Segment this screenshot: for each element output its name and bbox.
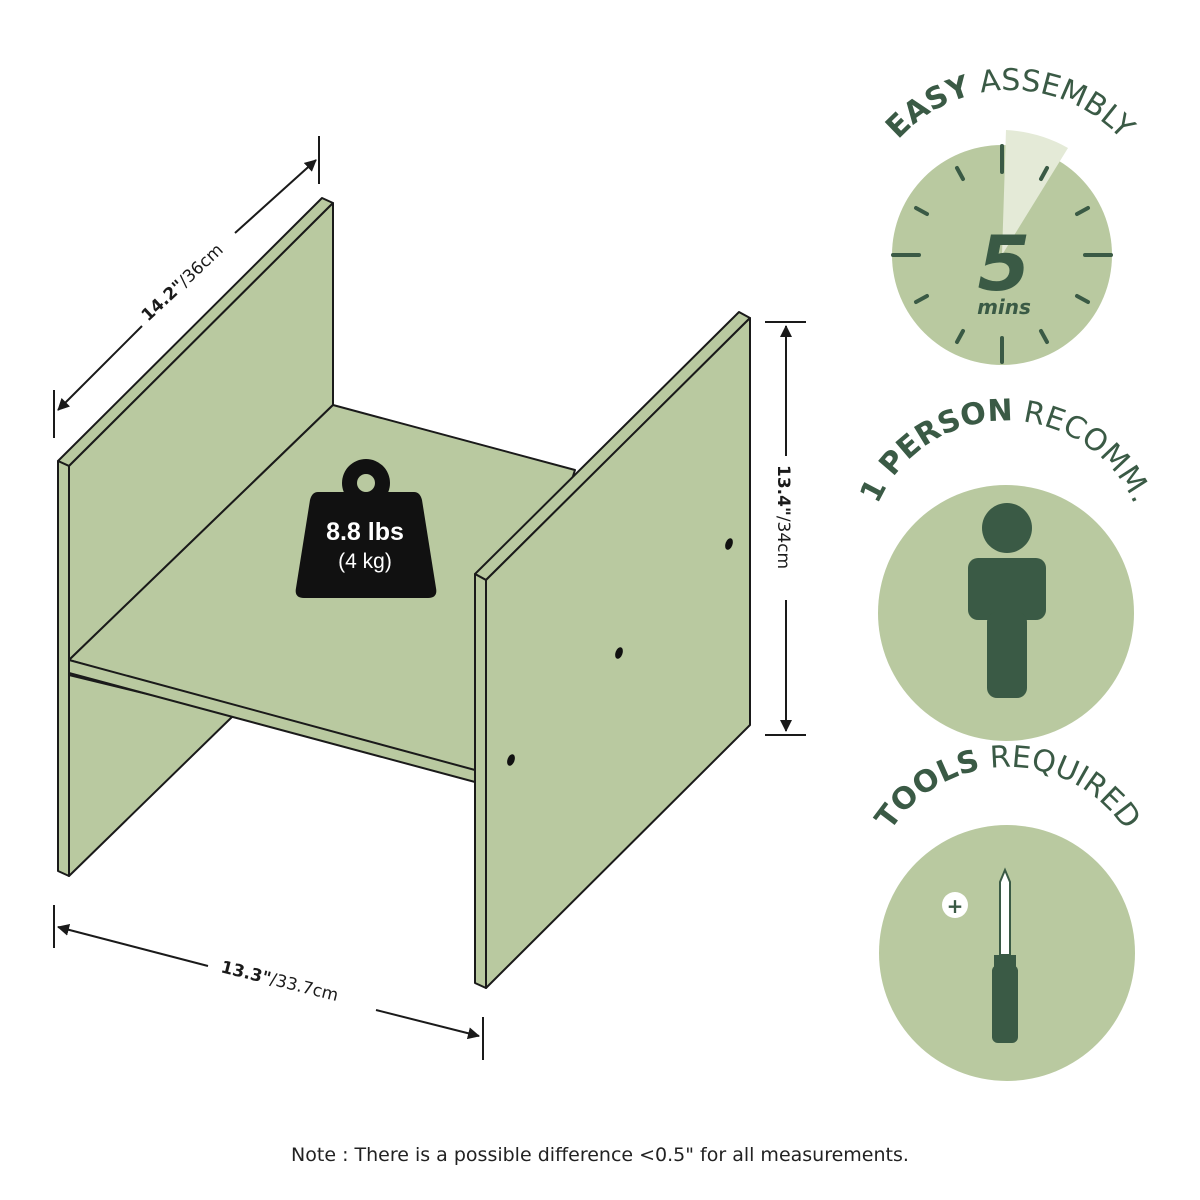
width-dimension bbox=[53, 905, 484, 1060]
width-label: 13.3"/33.7cm bbox=[219, 957, 341, 1006]
height-dimension bbox=[765, 321, 806, 736]
clock-unit: mins bbox=[977, 295, 1031, 319]
left-panel-edge bbox=[57, 460, 70, 877]
clock-number: 5 bbox=[978, 219, 1031, 308]
depth-dimension bbox=[53, 136, 320, 438]
measurement-note: Note : There is a possible difference <0… bbox=[291, 1144, 909, 1166]
weight-lbs: 8.8 lbs bbox=[326, 518, 404, 546]
cam-holes bbox=[507, 538, 733, 766]
plus-badge-icon: + bbox=[942, 892, 968, 918]
weight-kg: (4 kg) bbox=[338, 550, 392, 573]
svg-text:+: + bbox=[947, 894, 964, 918]
clock-icon bbox=[891, 144, 1113, 364]
badge-tools-required: TOOLS REQUIRED + bbox=[869, 740, 1148, 1081]
height-label: 13.4"/34cm bbox=[773, 465, 793, 569]
badge-one-person: 1 PERSON RECOMM. bbox=[853, 393, 1159, 741]
badge-tools-required-title: TOOLS REQUIRED bbox=[869, 740, 1148, 836]
right-panel-edge bbox=[474, 573, 487, 989]
badge-easy-assembly: EASY ASSEMBLY 5 mins bbox=[879, 63, 1141, 365]
weight-icon: 8.8 lbs (4 kg) bbox=[295, 459, 437, 598]
person-icon bbox=[968, 503, 1046, 698]
screwdriver-icon bbox=[992, 867, 1018, 1043]
clock-wedge bbox=[1002, 130, 1068, 255]
